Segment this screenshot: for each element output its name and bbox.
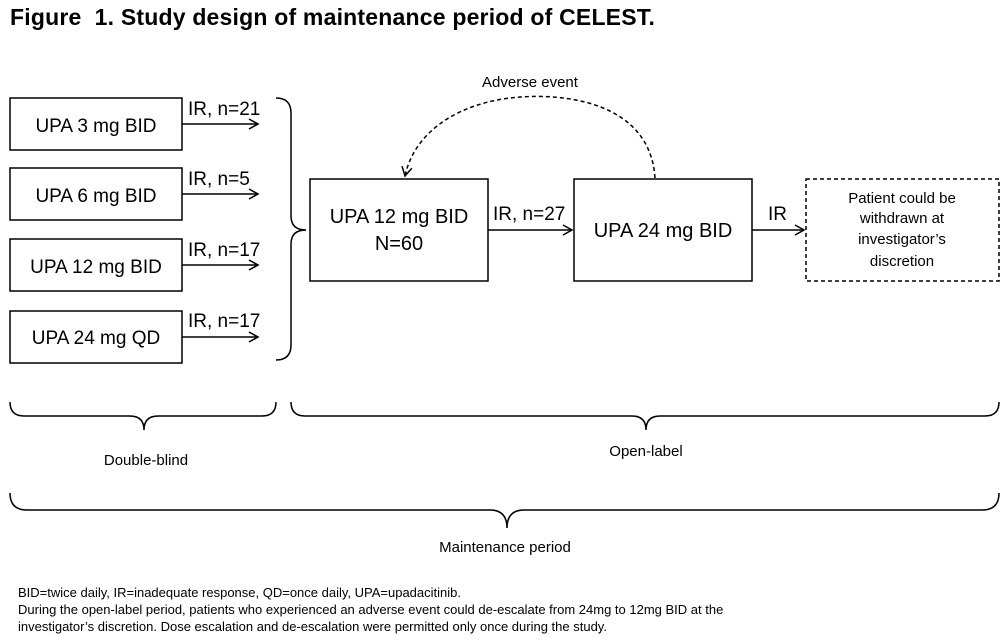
box-label: UPA 24 mg BID — [594, 220, 733, 242]
merge-brace — [275, 97, 307, 361]
arm-label: UPA 6 mg BID — [35, 186, 156, 207]
adverse-event-arrow — [401, 95, 656, 179]
box-line1: UPA 12 mg BID — [330, 206, 469, 228]
arrow1-label: IR, n=27 — [493, 204, 565, 225]
maintenance-bracket — [9, 492, 1000, 529]
open-label-upa-24mg-box: UPA 24 mg BID — [573, 178, 753, 282]
arrow2-label: IR — [768, 204, 787, 225]
double-blind-bracket — [9, 401, 277, 431]
arm-upa-24mg-qd: UPA 24 mg QD IR, n=17 — [9, 310, 260, 364]
figure-title: Figure 1. Study design of maintenance pe… — [10, 4, 656, 30]
arm-flow-label: IR, n=17 — [188, 240, 260, 261]
withdraw-line: discretion — [870, 253, 934, 270]
withdraw-line: withdrawn at — [859, 210, 945, 227]
withdraw-line: Patient could be — [848, 190, 956, 207]
withdraw-box: Patient could be withdrawn at investigat… — [805, 178, 1000, 282]
arm-label: UPA 24 mg QD — [32, 328, 160, 349]
arm-upa-6mg: UPA 6 mg BID IR, n=5 — [9, 167, 260, 221]
arm-upa-12mg: UPA 12 mg BID IR, n=17 — [9, 238, 260, 292]
open-label-upa-12mg-box: UPA 12 mg BID N=60 — [309, 178, 489, 282]
adverse-event-label: Adverse event — [482, 74, 579, 91]
arm-flow-label: IR, n=17 — [188, 311, 260, 332]
double-blind-label: Double-blind — [104, 452, 188, 469]
box-line2: N=60 — [375, 233, 423, 255]
arm-label: UPA 3 mg BID — [35, 116, 156, 137]
arm-flow-label: IR, n=5 — [188, 169, 250, 190]
footnote-abbreviations: BID=twice daily, IR=inadequate response,… — [18, 585, 461, 600]
arm-box — [9, 238, 183, 292]
open-label-bracket — [290, 401, 1000, 431]
withdraw-line: investigator’s — [858, 231, 946, 248]
arm-box — [9, 310, 183, 364]
arm-flow-label: IR, n=21 — [188, 99, 260, 120]
open-label-label: Open-label — [609, 443, 682, 460]
footnote-line: During the open-label period, patients w… — [18, 602, 724, 617]
arm-box — [9, 97, 183, 151]
arm-upa-3mg: UPA 3 mg BID IR, n=21 — [9, 97, 260, 151]
footnote-line: investigator’s discretion. Dose escalati… — [18, 619, 607, 634]
arm-box — [9, 167, 183, 221]
maintenance-label: Maintenance period — [439, 539, 571, 556]
arm-label: UPA 12 mg BID — [30, 257, 162, 278]
